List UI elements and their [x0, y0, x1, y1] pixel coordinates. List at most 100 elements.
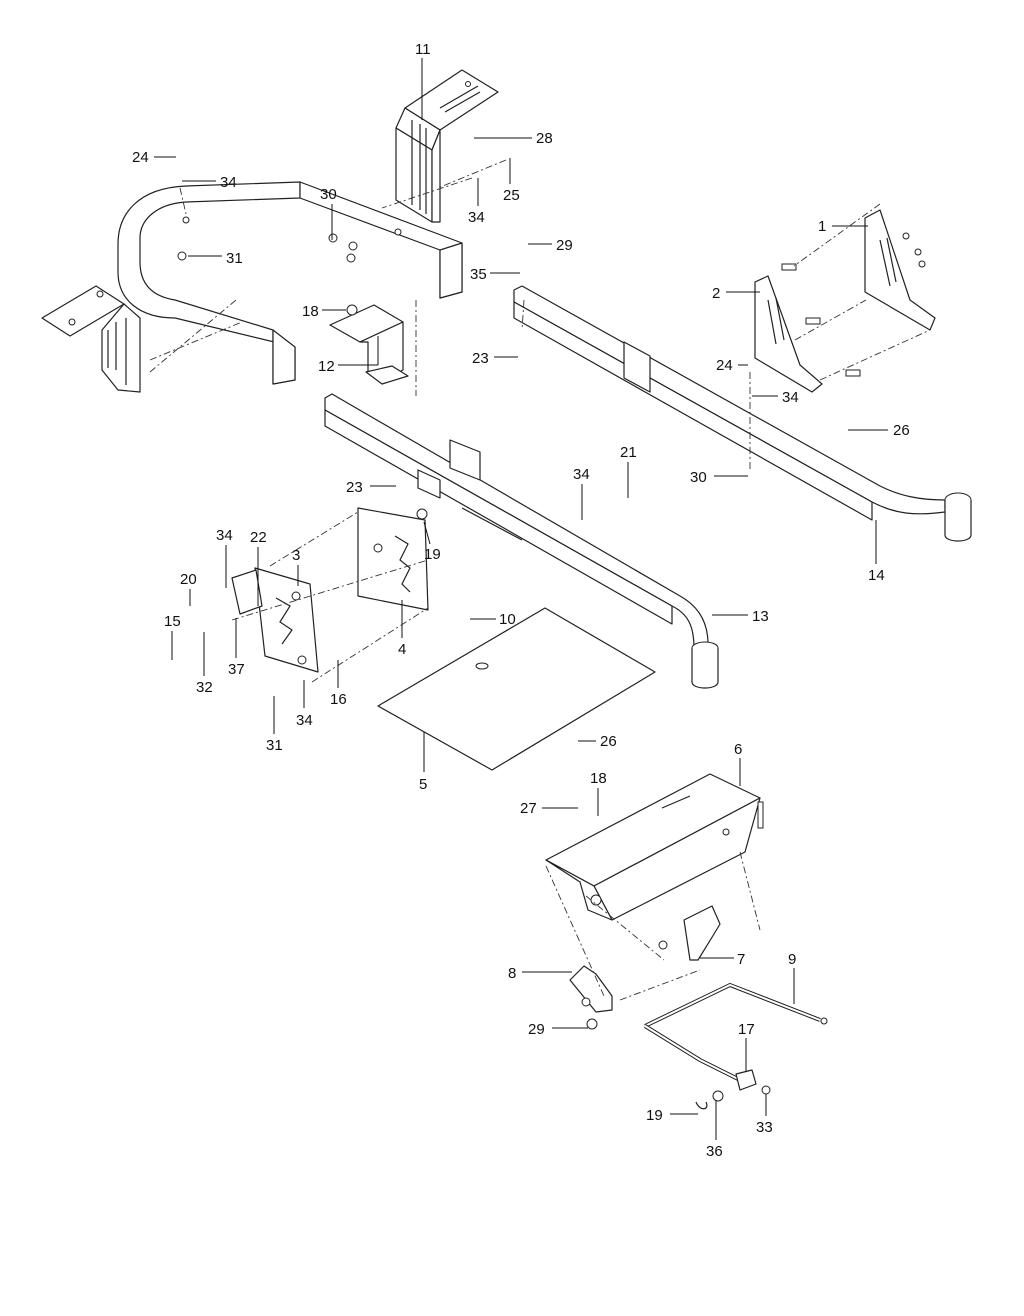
callout-23: 23 [346, 479, 396, 496]
svg-text:2: 2 [712, 285, 720, 302]
svg-text:36: 36 [706, 1143, 723, 1160]
svg-text:29: 29 [556, 237, 573, 254]
svg-text:18: 18 [590, 770, 607, 787]
callout-30: 30 [320, 186, 337, 240]
svg-text:34: 34 [782, 389, 799, 406]
svg-text:4: 4 [398, 641, 406, 658]
svg-text:28: 28 [536, 130, 553, 147]
svg-text:23: 23 [346, 479, 363, 496]
assembly-lines [149, 159, 931, 1001]
svg-text:18: 18 [302, 303, 319, 320]
callout-19: 19 [423, 521, 441, 563]
svg-text:3: 3 [292, 547, 300, 564]
part-17-clamp [695, 1069, 771, 1110]
part-11-seat-bracket [395, 69, 499, 223]
part-4-plate [357, 507, 429, 611]
part-13-left-frame-tube [324, 393, 719, 689]
svg-text:35: 35 [470, 266, 487, 283]
callout-7: 7 [700, 951, 745, 968]
svg-text:31: 31 [266, 737, 283, 754]
svg-text:19: 19 [424, 546, 441, 563]
svg-text:24: 24 [716, 357, 733, 374]
callout-labels: 11 28 24 34 30 34 25 31 29 35 1 2 18 12 … [132, 41, 910, 1160]
callout-34: 34 [182, 174, 237, 191]
callout-6: 6 [734, 741, 742, 786]
part-7-bracket [658, 905, 721, 961]
callout-18: 18 [590, 770, 607, 816]
callout-36: 36 [706, 1100, 723, 1160]
part-22-bracket [231, 569, 263, 615]
callout-8: 8 [508, 965, 572, 982]
callout-10: 10 [470, 611, 516, 628]
svg-text:26: 26 [600, 733, 617, 750]
callout-14: 14 [868, 520, 885, 584]
callout-13: 13 [712, 608, 769, 625]
callout-25: 25 [503, 158, 520, 204]
callout-11: 11 [415, 41, 431, 120]
part-5-floor-pan [377, 607, 656, 771]
svg-text:37: 37 [228, 661, 245, 678]
callout-35: 35 [470, 266, 520, 283]
callout-34: 34 [296, 680, 313, 729]
callout-24: 24 [716, 357, 748, 374]
svg-text:19: 19 [646, 1107, 663, 1124]
svg-text:7: 7 [737, 951, 745, 968]
svg-text:26: 26 [893, 422, 910, 439]
callout-18: 18 [302, 303, 346, 320]
callout-34: 34 [573, 466, 590, 520]
svg-text:34: 34 [216, 527, 233, 544]
callout-31: 31 [188, 250, 243, 267]
svg-text:31: 31 [226, 250, 243, 267]
callout-34: 34 [468, 178, 485, 226]
svg-text:16: 16 [330, 691, 347, 708]
part-6-seat-support [545, 773, 764, 921]
callout-29: 29 [528, 237, 573, 254]
svg-text:21: 21 [620, 444, 637, 461]
svg-text:15: 15 [164, 613, 181, 630]
svg-text:22: 22 [250, 529, 267, 546]
svg-text:12: 12 [318, 358, 335, 375]
callout-9: 9 [788, 951, 796, 1004]
svg-text:29: 29 [528, 1021, 545, 1038]
seat-pivot-u-frame [117, 181, 463, 385]
callout-22: 22 [250, 529, 267, 606]
callout-12: 12 [318, 336, 379, 375]
svg-text:25: 25 [503, 187, 520, 204]
callout-3: 3 [292, 547, 300, 586]
callout-15: 15 [164, 613, 181, 660]
callout-2: 2 [712, 285, 760, 302]
callout-26: 26 [578, 733, 617, 750]
svg-text:34: 34 [296, 712, 313, 729]
part-2-plate [754, 263, 861, 393]
svg-text:34: 34 [573, 466, 590, 483]
callout-28: 28 [474, 130, 553, 147]
callout-23: 23 [472, 350, 518, 367]
callout-5: 5 [419, 732, 427, 793]
callout-24: 24 [132, 149, 176, 166]
part-3-plate [254, 567, 319, 673]
callout-16: 16 [330, 660, 347, 708]
part-14-right-frame-tube [513, 285, 972, 542]
svg-text:6: 6 [734, 741, 742, 758]
callout-27: 27 [520, 800, 578, 817]
svg-text:5: 5 [419, 776, 427, 793]
callout-32: 32 [196, 632, 213, 696]
callout-33: 33 [756, 1094, 773, 1136]
callout-1: 1 [818, 218, 868, 235]
callout-29: 29 [528, 1021, 588, 1038]
callout-17: 17 [738, 1021, 755, 1072]
svg-text:24: 24 [132, 149, 149, 166]
callout-34: 34 [752, 389, 799, 406]
callout-20: 20 [180, 571, 197, 606]
callout-26: 26 [848, 422, 910, 439]
svg-text:20: 20 [180, 571, 197, 588]
svg-text:30: 30 [320, 186, 337, 203]
part-1-plate [864, 209, 936, 331]
svg-text:17: 17 [738, 1021, 755, 1038]
svg-text:8: 8 [508, 965, 516, 982]
callout-21: 21 [620, 444, 637, 498]
svg-text:30: 30 [690, 469, 707, 486]
svg-text:33: 33 [756, 1119, 773, 1136]
svg-text:9: 9 [788, 951, 796, 968]
